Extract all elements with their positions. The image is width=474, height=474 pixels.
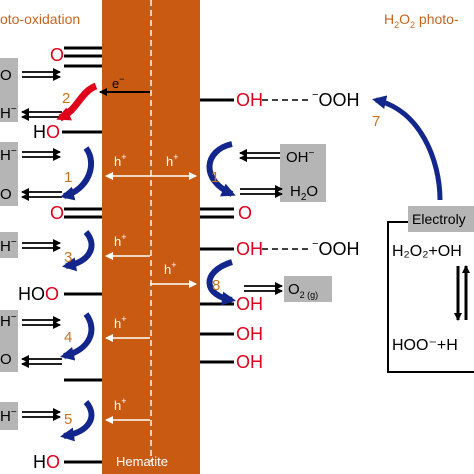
left-hydroxyl-2: HO: [33, 452, 60, 472]
step-number-1-left: 1: [64, 169, 72, 186]
step-number-7: 7: [372, 113, 380, 130]
hole-label-6: h+: [114, 396, 127, 413]
left-box1-bottom: H−: [0, 104, 17, 122]
electrolyte-equation-top: H₂O₂+OH: [392, 243, 462, 260]
step-number-2: 2: [62, 90, 70, 107]
right-hydroxyl-4: OH: [236, 324, 263, 344]
left-single2: H−: [0, 407, 17, 425]
right-equilibrium-arrows: [239, 149, 283, 295]
left-species-box-1: [0, 58, 18, 122]
right-oxygen-box: [284, 276, 332, 302]
left-box3-top: H−: [0, 312, 17, 330]
left-species-single-1: [0, 232, 18, 258]
left-box2-top: H−: [0, 146, 17, 164]
step-5-blue-arrow: [60, 400, 95, 442]
electron-label: e−: [112, 74, 125, 91]
right-hydroperoxide-2: −OOH: [312, 238, 359, 259]
left-equilibrium-arrows: [21, 68, 62, 421]
step-number-4: 4: [64, 329, 72, 346]
electrolyte-equation-bottom: HOO⁻+H: [392, 337, 458, 354]
step-4-blue-arrow: [60, 312, 95, 361]
left-box2-bottom: O: [0, 186, 12, 203]
right-hydroxide-box: [280, 144, 326, 202]
hole-transfer-arrows: [105, 172, 197, 424]
step-number-5: 5: [64, 411, 72, 428]
step-2-red-arrow: [56, 82, 98, 122]
electrolyte-label-bg: [408, 206, 474, 232]
step-7-blue-arrow: [372, 95, 443, 201]
step-3-blue-arrow: [62, 230, 95, 272]
left-surface-bonds: [62, 46, 102, 464]
electrolyte-box: [387, 221, 474, 373]
left-single1: H−: [0, 237, 17, 255]
left-species-single-2: [0, 402, 18, 430]
left-hydroperoxo: HOO: [18, 284, 59, 304]
hole-label-4: h+: [164, 260, 177, 277]
electrolyte-label: Electroly: [412, 211, 466, 227]
right-oxygen-gas: O2 (g): [288, 281, 318, 300]
right-title: H2O2 photo-: [384, 11, 459, 30]
left-box3-bottom: O: [0, 351, 12, 368]
right-hydroxyl-1: OH: [236, 90, 263, 110]
right-hydroxyl-3: OH: [236, 294, 263, 314]
right-surface-bonds: [200, 98, 234, 364]
step-number-3: 3: [64, 249, 72, 266]
right-hydroxyl-2: OH: [236, 239, 263, 259]
left-species-box-3: [0, 310, 18, 372]
right-water: H2O: [290, 183, 318, 203]
left-title: oto-oxidation: [0, 11, 80, 27]
hole-labels: h+ h+ h+ h+ h+ h+: [114, 152, 179, 413]
left-oxo-top: O: [50, 45, 64, 65]
hole-label-1: h+: [114, 152, 127, 169]
hole-label-2: h+: [166, 152, 179, 169]
right-oxo: O: [238, 203, 252, 223]
step-8-blue-arrow: [206, 259, 236, 306]
right-hydroxide: OH−: [286, 148, 315, 166]
step-number-8: 8: [212, 277, 220, 294]
step-1-left-blue-arrow: [60, 146, 94, 201]
left-species-box-2: [0, 142, 18, 206]
right-hydroxyl-5: OH: [236, 352, 263, 372]
left-oxo-mid: O: [50, 203, 64, 223]
right-hydroperoxide-1: −OOH: [312, 89, 359, 110]
electrolyte-equilibrium-arrows: [454, 265, 470, 321]
hematite-label: Hematite: [116, 454, 168, 469]
hole-label-5: h+: [114, 314, 127, 331]
hole-label-3: h+: [114, 232, 127, 249]
left-box1-top: O: [0, 67, 12, 84]
step-number-1-right: 1: [211, 169, 219, 186]
step-1-right-blue-arrow: [206, 141, 236, 197]
left-hydroxyl-1: HO: [33, 122, 60, 142]
